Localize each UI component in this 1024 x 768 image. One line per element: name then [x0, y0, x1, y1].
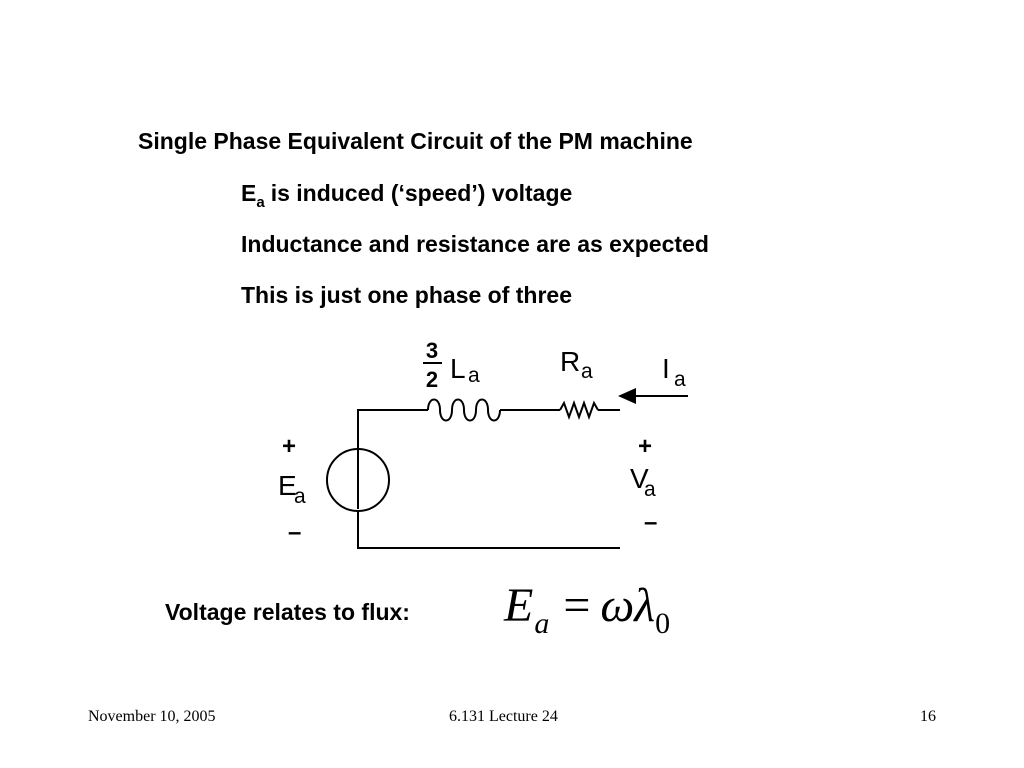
eq-lhs: E	[504, 579, 534, 632]
resistor-sub: a	[581, 360, 593, 383]
source-var: E	[278, 470, 297, 501]
wire-top-left	[357, 409, 428, 509]
eq-lambda: λ	[634, 579, 656, 632]
inductor-coef-den: 2	[426, 367, 438, 392]
terminal-minus: –	[644, 509, 657, 536]
footer-page-number: 16	[920, 708, 936, 725]
eq-lambda-sub: 0	[655, 607, 671, 640]
footer-date: November 10, 2005	[88, 708, 216, 725]
slide-heading: Single Phase Equivalent Circuit of the P…	[138, 128, 693, 154]
eq-lhs-sub: a	[534, 607, 550, 640]
bullet-induced-voltage: Ea is induced (‘speed’) voltage	[241, 180, 573, 211]
inductor-var: L	[450, 353, 466, 384]
bullet-inductance-resistance: Inductance and resistance are as expecte…	[241, 231, 709, 257]
terminal-plus: +	[638, 433, 652, 460]
footer-lecture: 6.131 Lecture 24	[449, 708, 558, 725]
eq-equals: =	[563, 579, 591, 632]
resistor-var: R	[560, 346, 580, 377]
current-sub: a	[674, 368, 686, 391]
bullet-var-sub: a	[256, 194, 265, 211]
terminal-var: V	[630, 463, 649, 494]
terminal-sub: a	[644, 478, 656, 501]
eq-omega: ω	[600, 579, 635, 632]
inductor-sub: a	[468, 364, 480, 387]
source-minus: –	[288, 519, 301, 546]
source-plus: +	[282, 433, 296, 460]
bullet-text: is induced (‘speed’) voltage	[270, 180, 573, 206]
current-var: I	[662, 353, 670, 384]
flux-equation: Ea =ωλ0	[504, 578, 670, 640]
source-sub: a	[294, 485, 306, 508]
flux-label: Voltage relates to flux:	[165, 599, 410, 625]
bullet-var-e: E	[241, 180, 257, 206]
bullet-one-phase: This is just one phase of three	[241, 282, 573, 308]
inductor-coef-num: 3	[426, 338, 438, 363]
wire-source-bottom	[357, 511, 620, 549]
current-arrow-head	[618, 388, 636, 404]
inductor-coil	[427, 398, 501, 422]
resistor-zigzag	[559, 400, 599, 420]
equivalent-circuit-diagram: 3 2 L a R a I a + E a – + V a –	[278, 338, 688, 549]
